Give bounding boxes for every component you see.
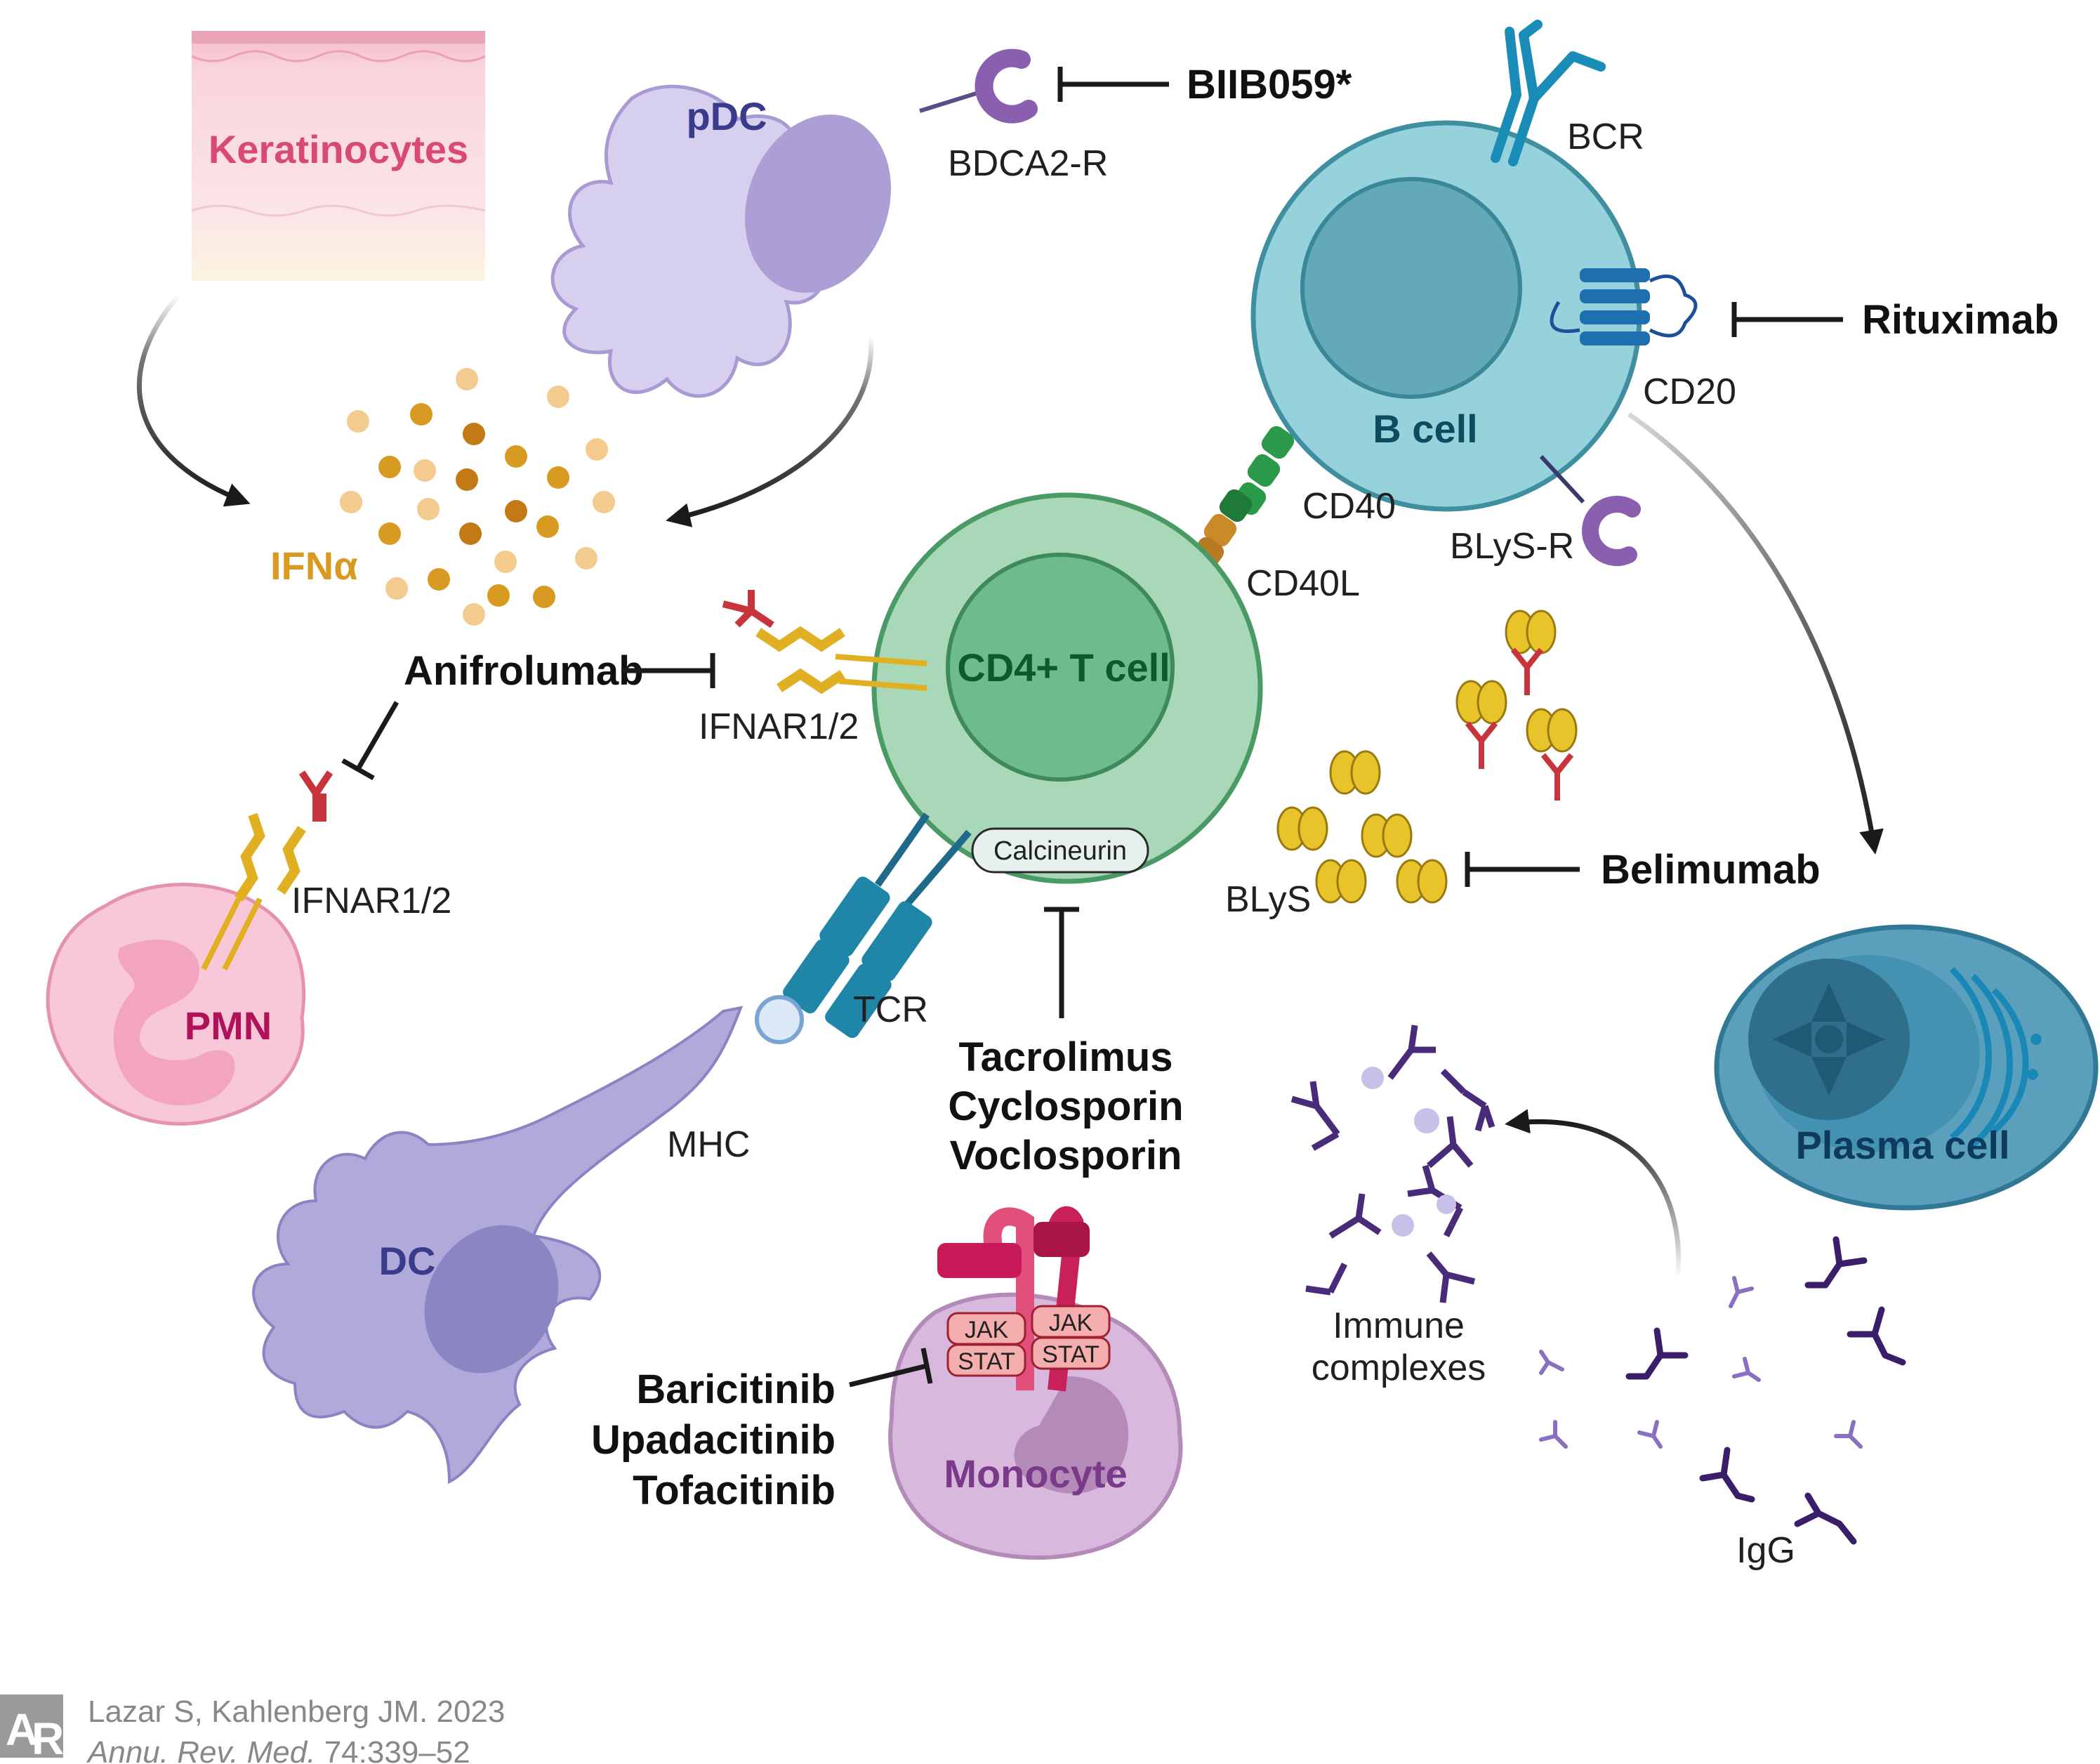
cd20-label: CD20 bbox=[1643, 371, 1736, 412]
tacrolimus-label: Tacrolimus bbox=[958, 1034, 1173, 1080]
pmn-label: PMN bbox=[185, 1003, 272, 1048]
cd40-label: CD40 bbox=[1302, 486, 1396, 527]
ifnar-t-label: IFNAR1/2 bbox=[699, 706, 859, 747]
immune-complexes bbox=[1290, 1025, 1495, 1303]
bcell-to-plasma-arrow bbox=[1627, 412, 1884, 855]
cytokine-receptor bbox=[937, 1206, 1090, 1392]
keratinocytes-panel: Keratinocytes bbox=[191, 31, 486, 281]
stat-left-label: STAT bbox=[958, 1348, 1015, 1375]
dc-cell: DC bbox=[252, 1006, 744, 1485]
publisher-logo: A R bbox=[0, 1694, 64, 1764]
bcr-receptor bbox=[1491, 20, 1606, 166]
cd4-t-cell: CD4+ T cell bbox=[871, 492, 1263, 884]
calcineurin-label: Calcineurin bbox=[993, 836, 1127, 866]
bdca2r-label: BDCA2-R bbox=[948, 143, 1108, 184]
rituximab-label: Rituximab bbox=[1862, 297, 2059, 343]
jak-right-label: JAK bbox=[1049, 1310, 1093, 1336]
keratinocytes-label: Keratinocytes bbox=[209, 127, 468, 171]
upadacitinib-label: Upadacitinib bbox=[591, 1417, 836, 1463]
calcineurin-inhibition bbox=[1044, 907, 1079, 1018]
baricitinib-label: Baricitinib bbox=[636, 1367, 836, 1412]
pdc-cell: pDC bbox=[550, 84, 891, 398]
ifnar-pmn-label: IFNAR1/2 bbox=[291, 881, 451, 921]
biib059-label: BIIB059* bbox=[1187, 62, 1352, 107]
blys-label: BLyS bbox=[1225, 879, 1311, 920]
immune-complexes-label-line1: Immune bbox=[1333, 1305, 1465, 1346]
b-cell-label: B cell bbox=[1373, 407, 1477, 451]
anifrolumab-inhibition-pmn bbox=[341, 701, 399, 781]
belimumab-label: Belimumab bbox=[1601, 847, 1821, 893]
ifnar-pmn-receptor bbox=[201, 770, 334, 970]
jak-left-label: JAK bbox=[965, 1317, 1009, 1343]
b-cell: B cell bbox=[1250, 120, 1642, 512]
anifrolumab-inhibition-t bbox=[621, 653, 715, 688]
belimumab-inhibition bbox=[1465, 852, 1580, 887]
ifnar-t-receptor bbox=[722, 590, 927, 695]
anifrolumab-label: Anifrolumab bbox=[404, 648, 644, 694]
bcr-label: BCR bbox=[1567, 117, 1644, 157]
rituximab-inhibition bbox=[1731, 302, 1843, 337]
citation-journal: Annu. Rev. Med. bbox=[86, 1735, 315, 1764]
voclosporin-label: Voclosporin bbox=[950, 1133, 1182, 1178]
monocyte-label: Monocyte bbox=[944, 1452, 1127, 1496]
ifna-particles bbox=[340, 368, 615, 626]
blys-r-label: BLyS-R bbox=[1450, 526, 1574, 567]
pdc-label: pDC bbox=[686, 94, 767, 138]
dc-label: DC bbox=[379, 1239, 436, 1283]
bdca2r-receptor bbox=[919, 48, 1038, 124]
citation-volume: 74:339–52 bbox=[315, 1735, 470, 1764]
citation-authors: Lazar S, Kahlenberg JM. 2023 bbox=[88, 1694, 505, 1729]
immune-complexes-label-line2: complexes bbox=[1312, 1348, 1486, 1388]
pdc-to-ifna-arrow bbox=[666, 336, 874, 527]
jak-inhibitors: Baricitinib Upadacitinib Tofacitinib bbox=[591, 1367, 836, 1513]
tofacitinib-label: Tofacitinib bbox=[633, 1468, 836, 1513]
blys-r-receptor bbox=[1539, 454, 1641, 566]
igg-antibodies bbox=[1539, 1236, 1906, 1545]
cd40l-label: CD40L bbox=[1246, 563, 1360, 604]
citation-source: Annu. Rev. Med. 74:339–52 bbox=[86, 1735, 470, 1764]
blys-antibodies bbox=[1465, 647, 1574, 801]
igg-to-complex-arrow bbox=[1505, 1109, 1682, 1279]
calcineurin-inhibitors: Tacrolimus Cyclosporin Voclosporin bbox=[948, 1034, 1183, 1178]
biib059-inhibition bbox=[1057, 67, 1169, 102]
plasma-cell: Plasma cell bbox=[1714, 924, 2099, 1211]
tcr-label: TCR bbox=[853, 989, 928, 1030]
mhc-molecule bbox=[755, 995, 804, 1044]
mhc-label: MHC bbox=[667, 1124, 750, 1165]
calcineurin-box: Calcineurin bbox=[971, 827, 1149, 874]
pmn-cell: PMN bbox=[46, 883, 305, 1126]
blys-molecules bbox=[1276, 610, 1578, 904]
svg-text:R: R bbox=[32, 1713, 64, 1764]
keratinocytes-to-ifna-arrow bbox=[137, 293, 251, 507]
jak-inhibition bbox=[849, 1348, 933, 1388]
svg-text:A: A bbox=[6, 1704, 38, 1755]
igg-label: IgG bbox=[1736, 1530, 1795, 1571]
stat-right-label: STAT bbox=[1042, 1341, 1099, 1368]
t-cell-label: CD4+ T cell bbox=[957, 645, 1170, 690]
cyclosporin-label: Cyclosporin bbox=[948, 1084, 1183, 1129]
plasma-cell-label: Plasma cell bbox=[1795, 1123, 2009, 1167]
jak-stat-complex: JAK STAT JAK STAT bbox=[946, 1305, 1111, 1377]
cd20-receptor bbox=[1550, 268, 1698, 345]
ifna-label: IFNα bbox=[270, 544, 358, 588]
tcr-receptor bbox=[783, 812, 972, 1039]
